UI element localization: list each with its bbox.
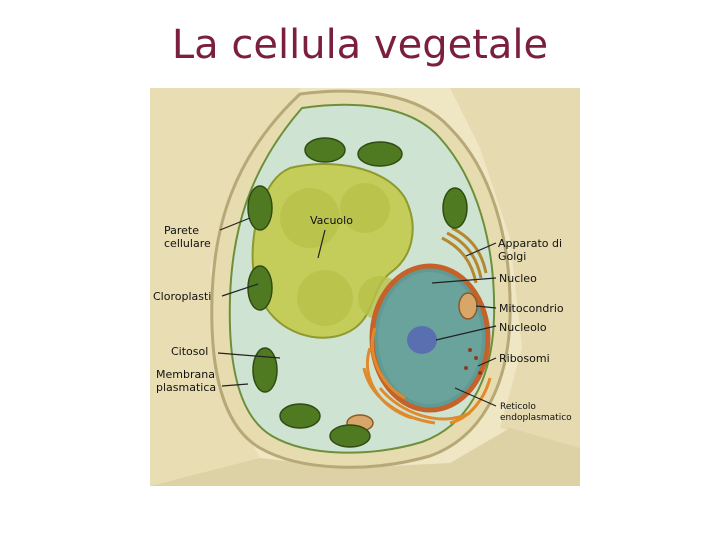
endoplasmic-reticulum bbox=[362, 327, 492, 425]
label-citosol: Citosol bbox=[171, 345, 209, 358]
label-golgi-line2: Golgi bbox=[498, 250, 527, 263]
plant-cell-diagram bbox=[150, 88, 580, 486]
label-mitocondrio: Mitocondrio bbox=[499, 302, 564, 315]
neighbour-cell-right bbox=[450, 88, 580, 448]
label-membrana-plasmatica: Membrana plasmatica bbox=[156, 368, 216, 394]
label-parete-line1: Parete bbox=[164, 224, 200, 237]
label-membrana-line2: plasmatica bbox=[156, 381, 217, 394]
label-apparato-golgi: Apparato di Golgi bbox=[498, 237, 562, 263]
label-leader-lines bbox=[217, 217, 497, 407]
chloroplasts bbox=[247, 137, 468, 448]
mitochondrion bbox=[458, 292, 478, 320]
label-parete-line2: cellulare bbox=[164, 237, 211, 250]
vacuole-lobe bbox=[297, 270, 353, 326]
label-golgi-line1: Apparato di bbox=[498, 237, 563, 250]
label-reticolo-line1: Reticolo bbox=[500, 402, 536, 412]
label-membrana-line1: Membrana bbox=[156, 368, 215, 381]
neighbour-cell-left bbox=[150, 88, 300, 486]
label-ribosomi: Ribosomi bbox=[499, 352, 550, 365]
label-nucleo: Nucleo bbox=[499, 272, 537, 285]
ribosomes bbox=[464, 348, 482, 375]
page-title: La cellula vegetale bbox=[171, 22, 549, 68]
golgi-apparatus bbox=[441, 226, 488, 284]
nucleolus bbox=[407, 326, 437, 354]
label-reticolo-endoplasmatico: Reticolo endoplasmatico bbox=[500, 402, 572, 424]
label-cloroplasti: Cloroplasti bbox=[153, 290, 212, 303]
neighbour-cell-bottom bbox=[150, 428, 580, 486]
label-reticolo-line2: endoplasmatico bbox=[500, 413, 572, 423]
label-nucleolo: Nucleolo bbox=[499, 321, 547, 334]
vacuole-lobe bbox=[340, 183, 390, 233]
label-vacuolo: Vacuolo bbox=[310, 214, 353, 227]
label-parete-cellulare: Parete cellulare bbox=[164, 224, 211, 250]
vacuole-lobe bbox=[280, 188, 340, 248]
